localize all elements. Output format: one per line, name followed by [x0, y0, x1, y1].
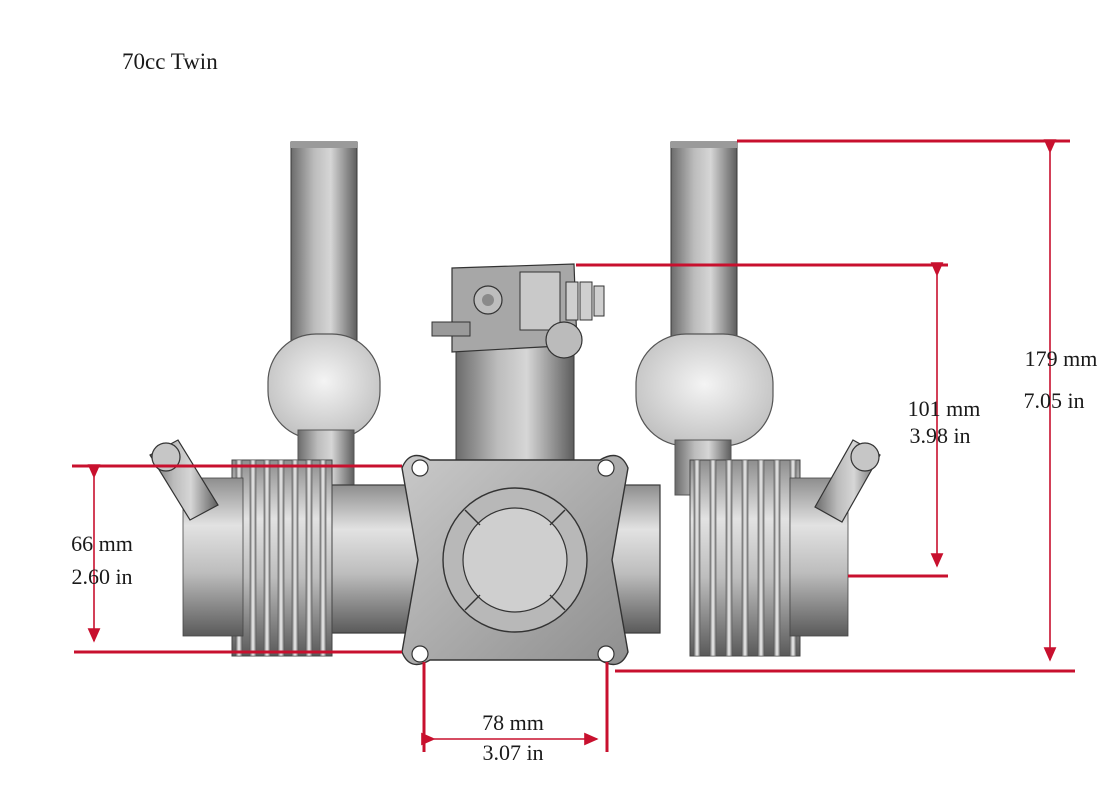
- carb-height-in-label: 3.98 in: [909, 423, 971, 448]
- right-spark-plug-cap: [814, 439, 881, 523]
- cooling-fin: [291, 459, 299, 657]
- cylinder-height-in-label: 2.60 in: [71, 564, 133, 589]
- diagram-title: 70cc Twin: [122, 49, 218, 74]
- carburetor: [431, 263, 605, 466]
- mount-width-in-label: 3.07 in: [482, 740, 544, 765]
- cooling-fin: [741, 459, 749, 657]
- cooling-fin: [757, 459, 765, 657]
- cooling-fin: [773, 459, 781, 657]
- cooling-fin: [249, 459, 257, 657]
- total-height-mm-label: 179 mm: [1024, 346, 1098, 371]
- cooling-fin: [263, 459, 271, 657]
- left-stack-tube: [290, 141, 358, 353]
- cooling-fin: [709, 459, 717, 657]
- cooling-fin: [305, 459, 313, 657]
- left-head-bulb: [267, 333, 381, 486]
- cooling-fin: [319, 459, 327, 657]
- cooling-fin: [693, 459, 701, 657]
- cylinder-height-mm-label: 66 mm: [71, 531, 133, 556]
- dimension-lines: [72, 139, 1075, 752]
- carb-spring: [565, 281, 605, 321]
- carb-height-mm-label: 101 mm: [907, 396, 981, 421]
- total-height-in-label: 7.05 in: [1023, 388, 1085, 413]
- right-stack-tube: [670, 141, 738, 353]
- cooling-fin: [725, 459, 733, 657]
- cooling-fin: [277, 459, 285, 657]
- left-spark-plug-cap: [149, 439, 219, 521]
- left-cylinder-fins: [182, 459, 333, 657]
- mount-width-mm-label: 78 mm: [482, 710, 544, 735]
- mounting-plate: [401, 454, 629, 666]
